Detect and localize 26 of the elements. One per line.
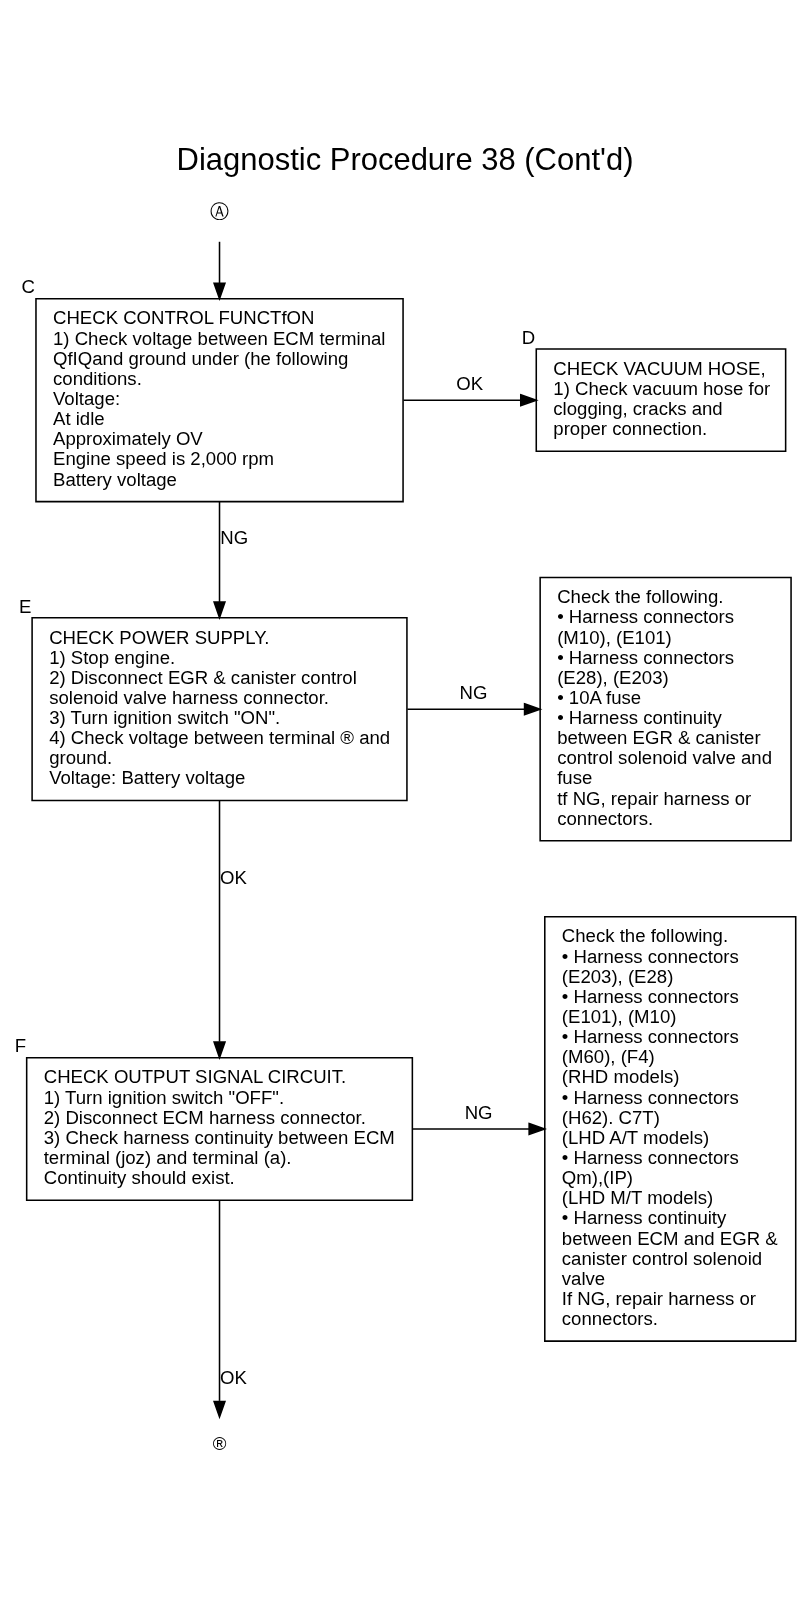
arrow — [406, 702, 543, 716]
node-box: Check the following. • Harness connectors (M10), (E101) • Harness connectors (E28), (E203) • 10A fuse • Harness continuity between EGR & canister control solenoid valve and fuse tf NG, repair harness or connectors. — [539, 576, 792, 842]
node-label: E — [18, 595, 32, 617]
edge-label: NG — [220, 527, 249, 549]
arrow — [213, 501, 227, 620]
arrow — [213, 1199, 227, 1420]
node-text: Ⓐ — [210, 201, 230, 223]
diagram-title: Diagnostic Procedure 38 (Cont'd) — [176, 142, 634, 178]
node-text: ® — [212, 1432, 227, 1454]
edge-label: OK — [220, 1366, 247, 1388]
node-box: CHECK OUTPUT SIGNAL CIRCUIT. 1) Turn ignition switch "OFF". 2) Disconnect ECM harness connector. 3) Check harness continuity between ECM terminal (joz) and terminal (a). Continuity should exist. — [25, 1056, 414, 1201]
arrow — [213, 799, 227, 1060]
edge-label: OK — [220, 866, 247, 888]
node-label: D — [521, 326, 536, 348]
arrow — [402, 393, 539, 407]
node-box: Check the following. • Harness connectors (E203), (E28) • Harness connectors (E101), (M10) • Harness connectors (M60), (F4) (RHD models) • Harness connectors (H62). C7T) (LHD A/T models) • Harness connectors Qm),(IP) (LHD M/T models) • Harness continuity between ECM and EGR & canister control solenoid valve If NG, repair harness or connectors. — [544, 915, 797, 1342]
node-label: F — [14, 1035, 27, 1057]
node-label: C — [21, 276, 35, 298]
edge-label: OK — [456, 373, 484, 395]
edge-label: NG — [464, 1102, 493, 1124]
node-box: CHECK CONTROL FUNCTfON 1) Check voltage between ECM terminal QfIQand ground under (he following conditions. Voltage: At idle Approximately OV Engine speed is 2,000 rpm Battery voltage — [35, 297, 404, 503]
edge-label: NG — [459, 682, 488, 704]
node-box: CHECK VACUUM HOSE, 1) Check vacuum hose for clogging, cracks and proper connection. — [535, 348, 787, 453]
arrow — [213, 241, 227, 302]
node-box: CHECK POWER SUPPLY. 1) Stop engine. 2) Disconnect EGR & canister control solenoid valve harness connector. 3) Turn ignition switch "ON". 4) Check voltage between terminal ® and ground. Voltage: Battery voltage — [31, 617, 408, 802]
arrow — [411, 1122, 547, 1136]
